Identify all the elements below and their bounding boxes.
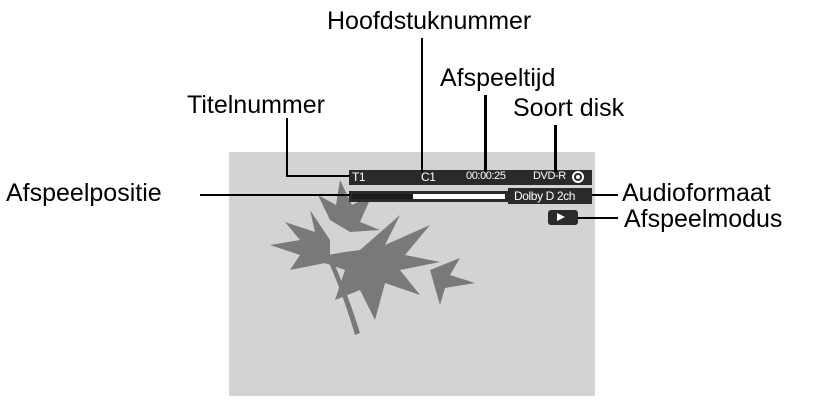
label-chapter-number: Hoofdstuknummer xyxy=(327,7,532,35)
osd-title-number: T1 xyxy=(352,170,366,184)
osd-playback-time: 00:00:25 xyxy=(466,170,506,182)
label-audio-format: Audioformaat xyxy=(622,179,771,207)
osd-chapter-number: C1 xyxy=(421,170,436,184)
osd-disc-type: DVD-R xyxy=(533,170,566,182)
osd-info-bar xyxy=(349,170,592,185)
label-playback-position: Afspeelpositie xyxy=(6,179,162,207)
osd-audio-bar xyxy=(508,188,592,204)
leader-line-chapter xyxy=(421,38,423,172)
leader-line-title-h xyxy=(286,175,350,177)
label-title-number: Titelnummer xyxy=(187,91,325,119)
osd-audio-format: Dolby D 2ch xyxy=(514,189,575,203)
disc-icon xyxy=(572,171,584,183)
leader-line-title-v xyxy=(286,118,288,176)
progress-background xyxy=(352,194,505,199)
play-icon xyxy=(557,213,565,221)
leader-line-disc xyxy=(554,125,557,172)
leader-line-position xyxy=(200,194,350,196)
label-playback-mode: Afspeelmodus xyxy=(624,205,783,233)
label-disc-type: Soort disk xyxy=(513,94,625,122)
leader-line-time xyxy=(484,95,487,172)
leader-line-audio xyxy=(592,194,618,196)
label-playback-time: Afspeeltijd xyxy=(440,64,556,92)
leader-line-mode xyxy=(578,217,618,219)
progress-fill xyxy=(352,194,414,199)
